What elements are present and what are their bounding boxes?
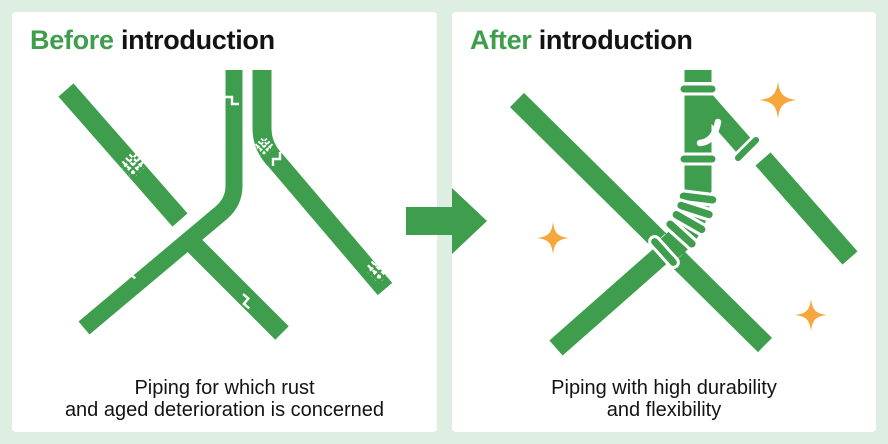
after-caption-line1: Piping with high durability bbox=[551, 377, 777, 399]
after-caption: Piping with high durability and flexibil… bbox=[452, 377, 876, 421]
branch-pipe-lower bbox=[755, 152, 858, 265]
before-panel-title: Before introduction bbox=[30, 25, 275, 56]
pipe-collar bbox=[677, 152, 719, 166]
after-panel: After introduction Piping with high dura… bbox=[452, 12, 876, 432]
before-panel: Before introduction Piping for which rus… bbox=[12, 12, 437, 432]
old-left-elbow-pipe bbox=[78, 70, 243, 335]
right-arrow-shape bbox=[406, 188, 487, 254]
after-pipes-illustration bbox=[509, 70, 858, 359]
old-diagonal-pipe bbox=[58, 83, 188, 227]
before-pipes-illustration bbox=[58, 70, 396, 340]
sparkle-icon bbox=[794, 298, 828, 332]
title-highlight: Before bbox=[30, 25, 114, 55]
flex-pipe-diagonal bbox=[549, 236, 681, 356]
before-caption-line1: Piping for which rust bbox=[134, 377, 315, 399]
title-rest: introduction bbox=[538, 25, 693, 55]
before-caption-line2: and aged deterioration is concerned bbox=[64, 399, 385, 421]
title-highlight: After bbox=[470, 25, 532, 55]
new-diagonal-pipe bbox=[509, 92, 773, 353]
sparkle-icon bbox=[759, 81, 797, 119]
before-caption: Piping for which rust and aged deteriora… bbox=[12, 377, 437, 421]
after-caption-line2: and flexibility bbox=[606, 399, 722, 421]
joint-notch bbox=[696, 118, 722, 147]
old-right-elbow-pipe bbox=[252, 70, 393, 296]
right-arrow-icon bbox=[406, 188, 487, 254]
pipe-collar bbox=[677, 82, 719, 96]
old-lower-pipe bbox=[185, 236, 289, 340]
title-rest: introduction bbox=[120, 25, 275, 55]
sparkle-icon bbox=[536, 221, 570, 255]
after-panel-title: After introduction bbox=[470, 25, 693, 56]
